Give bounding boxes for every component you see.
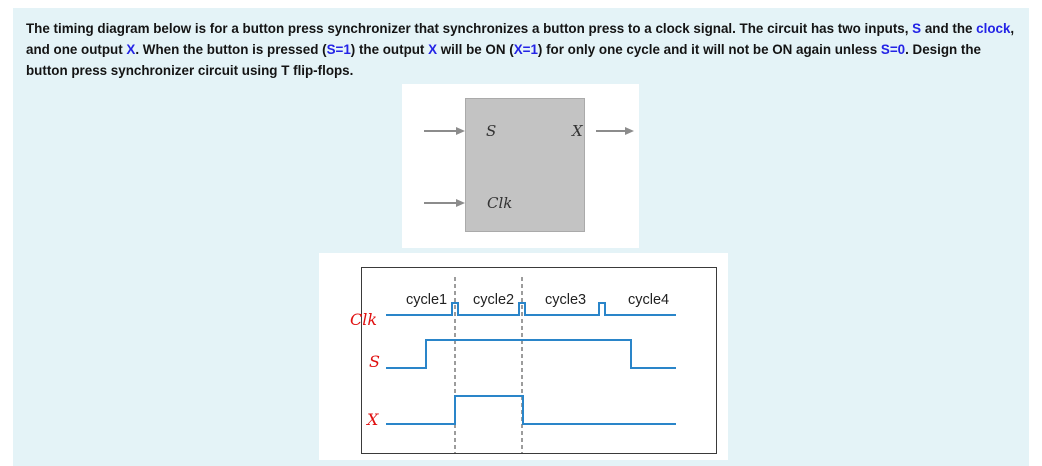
s-waveform	[386, 339, 676, 369]
synchronizer-block	[465, 98, 585, 232]
input-s-label: S	[486, 122, 497, 140]
cycle3-label: cycle3	[545, 292, 587, 308]
question-panel: The timing diagram below is for a button…	[13, 8, 1029, 466]
s-equals-0: S=0	[880, 42, 906, 57]
block-diagram-arrows	[424, 127, 634, 213]
clk-waveform	[386, 302, 676, 316]
x-waveform	[386, 395, 676, 425]
clk-signal-label: Clk	[350, 310, 378, 329]
x-equals-1: X=1	[513, 42, 538, 57]
x-signal-label: X	[367, 410, 379, 429]
clock-input-ref: clock	[976, 21, 1011, 36]
question-text: The timing diagram below is for a button…	[26, 21, 1015, 78]
timing-frame	[361, 267, 717, 454]
s-equals-1: S=1	[326, 42, 351, 57]
s-input-ref: S	[912, 21, 922, 36]
cycle2-label: cycle2	[473, 292, 515, 308]
timing-diagram: Clk S X cycle1 cycle2 cycle3 cycle4	[319, 253, 728, 460]
x-output-ref: X	[126, 42, 136, 57]
timing-waveforms	[386, 277, 676, 453]
clock-pin-label: Clk	[487, 194, 513, 212]
block-diagram: S X Clk	[402, 84, 639, 248]
cycle1-label: cycle1	[406, 292, 448, 308]
output-x-label: X	[572, 122, 583, 140]
s-signal-label: S	[369, 352, 380, 371]
x-output-ref-2: X	[428, 42, 438, 57]
cycle4-label: cycle4	[628, 292, 670, 308]
